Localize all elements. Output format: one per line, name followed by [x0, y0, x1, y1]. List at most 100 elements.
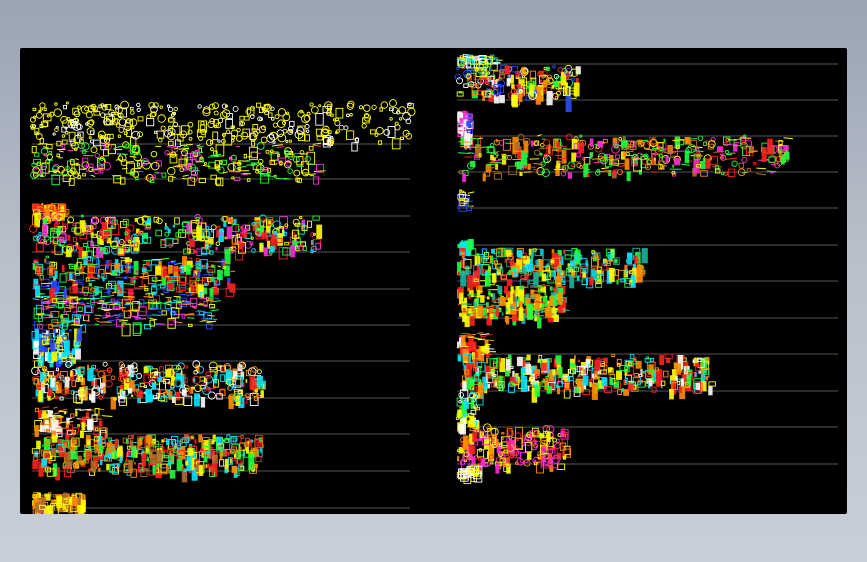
cad-block-symbol	[188, 323, 193, 327]
cad-block-symbol	[485, 270, 491, 287]
cad-block-symbol	[640, 154, 648, 157]
cad-block-symbol	[493, 139, 500, 146]
cad-block-symbol	[292, 240, 298, 248]
cad-block-symbol	[163, 378, 170, 384]
cad-block-symbol	[231, 446, 237, 453]
cad-block-symbol	[81, 142, 90, 151]
cad-block-symbol	[597, 381, 600, 384]
cad-block-symbol	[464, 369, 469, 375]
cad-block-symbol	[278, 247, 288, 260]
cad-block-symbol	[250, 236, 254, 240]
cad-block-symbol	[172, 440, 181, 447]
cad-block-symbol	[700, 170, 708, 177]
cad-block-symbol	[550, 448, 558, 459]
cad-block-symbol	[486, 89, 493, 97]
cad-block-symbol	[209, 250, 214, 255]
cad-block-symbol	[75, 245, 80, 250]
cad-block-symbol	[130, 468, 137, 478]
cad-block-symbol	[68, 329, 72, 332]
cad-block-symbol	[109, 464, 116, 473]
cad-block-symbol	[518, 289, 525, 304]
cad-block-symbol	[564, 72, 570, 79]
cad-block-symbol	[625, 377, 628, 385]
cad-block-symbol	[281, 230, 285, 236]
cad-block-symbol	[99, 264, 109, 266]
cad-block-symbol	[462, 248, 465, 252]
cad-block-symbol	[148, 302, 160, 305]
cad-block-symbol	[80, 105, 90, 114]
cad-block-symbol	[181, 313, 186, 319]
cad-block-symbol	[251, 391, 258, 397]
cad-block-symbol	[90, 225, 94, 230]
cad-block-symbol	[153, 395, 158, 399]
cad-block-symbol	[132, 323, 141, 336]
cad-drawing-canvas[interactable]	[20, 48, 847, 514]
cad-block-symbol	[661, 155, 671, 164]
cad-block-symbol	[184, 434, 189, 443]
cad-block-symbol	[362, 104, 371, 112]
cad-block-symbol	[573, 355, 576, 360]
cad-block-symbol	[561, 431, 565, 437]
cad-block-symbol	[581, 382, 587, 390]
cad-block-symbol	[498, 443, 503, 448]
cad-block-symbol	[129, 380, 135, 392]
cad-block-symbol	[516, 300, 519, 308]
cad-block-symbol	[491, 293, 496, 301]
cad-block-symbol	[87, 250, 93, 258]
cad-block-symbol	[644, 358, 652, 363]
cad-block-symbol	[147, 275, 157, 285]
cad-block-symbol	[705, 140, 710, 145]
cad-block-symbol	[652, 137, 656, 139]
cad-block-symbol	[539, 444, 548, 455]
cad-block-symbol	[461, 240, 464, 243]
cad-block-symbol	[103, 369, 111, 376]
cad-block-symbol	[40, 174, 44, 177]
cad-block-symbol	[156, 450, 163, 467]
cad-block-symbol	[582, 157, 586, 161]
cad-block-symbol	[488, 291, 491, 296]
cad-block-symbol	[105, 143, 110, 148]
cad-block-symbol	[88, 265, 96, 274]
cad-block-symbol	[636, 264, 643, 283]
cad-block-symbol	[250, 447, 256, 453]
cad-block-symbol	[92, 233, 97, 238]
cad-block-symbol	[475, 297, 480, 304]
cad-block-symbol	[263, 247, 268, 257]
cad-block-symbol	[756, 173, 766, 176]
cad-block-symbol	[462, 470, 471, 478]
cad-block-symbol	[206, 463, 210, 469]
cad-block-symbol	[632, 158, 638, 166]
cad-block-symbol	[41, 383, 45, 388]
cad-block-symbol	[591, 383, 598, 400]
cad-block-symbol	[61, 248, 64, 253]
cad-block-symbol	[213, 287, 219, 295]
cad-block-symbol	[219, 111, 228, 119]
cad-block-symbol	[576, 275, 580, 281]
cad-block-symbol	[509, 453, 515, 459]
cad-block-symbol	[182, 222, 190, 233]
cad-block-symbol	[510, 365, 514, 370]
cad-block-symbol	[116, 446, 123, 458]
cad-block-symbol	[637, 139, 643, 145]
cad-block-symbol	[310, 249, 314, 254]
cad-block-symbol	[537, 359, 541, 363]
cad-block-symbol	[470, 409, 477, 415]
cad-block-symbol	[648, 378, 653, 387]
cad-block-symbol	[112, 443, 116, 453]
cad-block-symbol	[102, 276, 105, 282]
cad-block-symbol	[101, 104, 108, 111]
cad-block-symbol	[79, 494, 85, 499]
cad-block-symbol	[160, 239, 167, 248]
cad-block-symbol	[523, 459, 531, 467]
cad-block-symbol	[34, 127, 40, 135]
cad-block-symbol	[150, 150, 158, 158]
cad-block-symbol	[121, 167, 128, 170]
cad-block-symbol	[514, 141, 520, 151]
cad-block-symbol	[190, 386, 194, 394]
cad-block-symbol	[172, 299, 185, 303]
cad-block-symbol	[141, 453, 147, 467]
cad-block-symbol	[65, 452, 71, 469]
cad-block-symbol	[741, 171, 748, 174]
cad-block-symbol	[110, 375, 116, 381]
cad-block-symbol	[85, 412, 89, 420]
